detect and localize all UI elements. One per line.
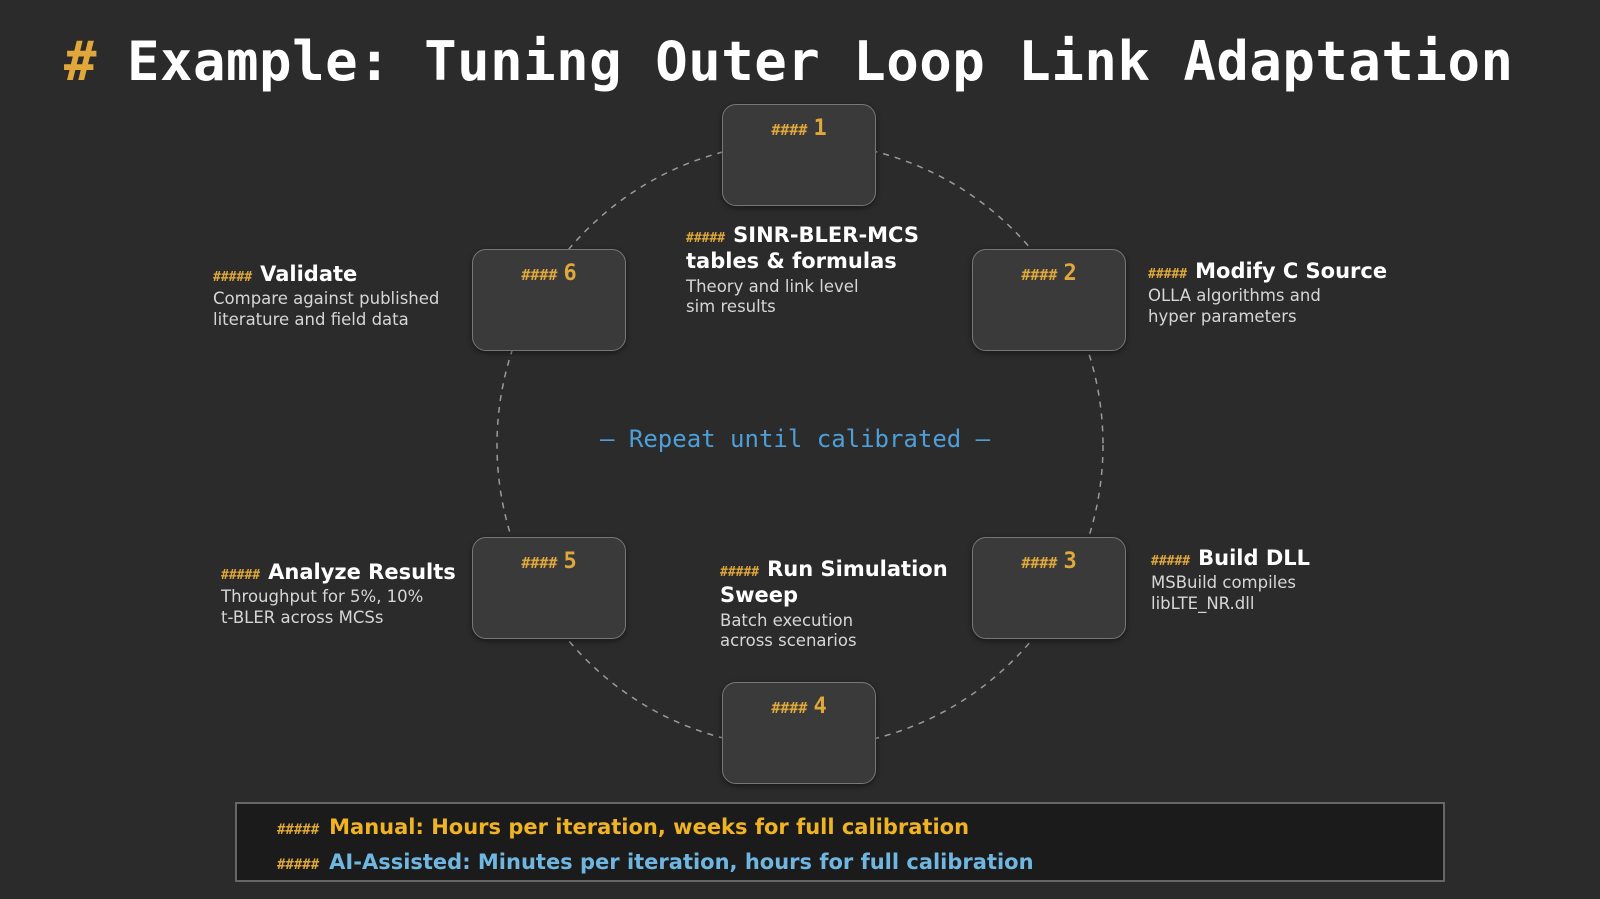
step-number: 4 xyxy=(813,694,827,719)
desc-body: Throughput for 5%, 10% t-BLER across MCS… xyxy=(221,587,424,627)
step-number: 2 xyxy=(1063,261,1077,286)
step-desc-6: ##### Validate Compare against published … xyxy=(213,261,453,331)
desc-title: Analyze Results xyxy=(268,560,456,584)
step-number: 6 xyxy=(563,261,577,286)
step-marker: #### xyxy=(771,699,808,717)
step-marker: #### xyxy=(521,554,558,572)
step-box-4: #### 4 xyxy=(722,682,876,784)
desc-marker: ##### xyxy=(686,231,726,246)
step-desc-3: ##### Build DLL MSBuild compiles libLTE_N… xyxy=(1151,545,1411,615)
desc-title: SINR-BLER-MCS tables & formulas xyxy=(686,223,919,274)
cycle-center-label: — Repeat until calibrated — xyxy=(600,425,991,453)
step-marker: #### xyxy=(1021,554,1058,572)
desc-body: Compare against published literature and… xyxy=(213,289,440,329)
step-desc-2: ##### Modify C Source OLLA algorithms and… xyxy=(1148,258,1428,328)
desc-marker: ##### xyxy=(213,270,253,285)
manual-marker: ##### xyxy=(277,822,320,838)
desc-marker: ##### xyxy=(1151,554,1191,569)
step-desc-5: ##### Analyze Results Throughput for 5%, … xyxy=(221,559,461,629)
manual-text: Manual: Hours per iteration, weeks for f… xyxy=(329,815,970,839)
desc-marker: ##### xyxy=(221,568,261,583)
desc-title: Build DLL xyxy=(1198,546,1311,570)
ai-text: AI-Assisted: Minutes per iteration, hour… xyxy=(329,850,1034,874)
slide-title: # Example: Tuning Outer Loop Link Adaptat… xyxy=(64,30,1513,93)
step-box-6: #### 6 xyxy=(472,249,626,351)
step-marker: #### xyxy=(1021,266,1058,284)
desc-title: Modify C Source xyxy=(1195,259,1388,283)
desc-title: Validate xyxy=(260,262,358,286)
desc-body: Batch execution across scenarios xyxy=(720,610,857,651)
ai-marker: ##### xyxy=(277,857,320,873)
desc-title: Run Simulation Sweep xyxy=(720,557,948,608)
step-box-3: #### 3 xyxy=(972,537,1126,639)
title-marker: # xyxy=(64,30,98,93)
desc-marker: ##### xyxy=(1148,267,1188,282)
step-number: 3 xyxy=(1063,549,1077,574)
desc-body: OLLA algorithms and hyper parameters xyxy=(1148,286,1321,326)
title-text: Example: Tuning Outer Loop Link Adaptati… xyxy=(127,30,1514,93)
desc-body: Theory and link level sim results xyxy=(686,276,859,317)
ai-row: ##### AI-Assisted: Minutes per iteration,… xyxy=(277,845,1443,880)
cycle-dashed-circle xyxy=(496,141,1104,749)
step-number: 5 xyxy=(563,549,577,574)
step-marker: #### xyxy=(521,266,558,284)
comparison-panel: ##### Manual: Hours per iteration, weeks … xyxy=(235,802,1445,882)
desc-marker: ##### xyxy=(720,565,760,580)
step-box-2: #### 2 xyxy=(972,249,1126,351)
step-desc-1: #####SINR-BLER-MCS tables & formulas The… xyxy=(686,222,946,318)
step-box-5: #### 5 xyxy=(472,537,626,639)
step-marker: #### xyxy=(771,121,808,139)
manual-row: ##### Manual: Hours per iteration, weeks … xyxy=(277,810,1443,845)
desc-body: MSBuild compiles libLTE_NR.dll xyxy=(1151,573,1297,613)
step-box-1: #### 1 xyxy=(722,104,876,206)
step-desc-4: #####Run Simulation Sweep Batch executio… xyxy=(720,556,960,652)
step-number: 1 xyxy=(813,116,827,141)
